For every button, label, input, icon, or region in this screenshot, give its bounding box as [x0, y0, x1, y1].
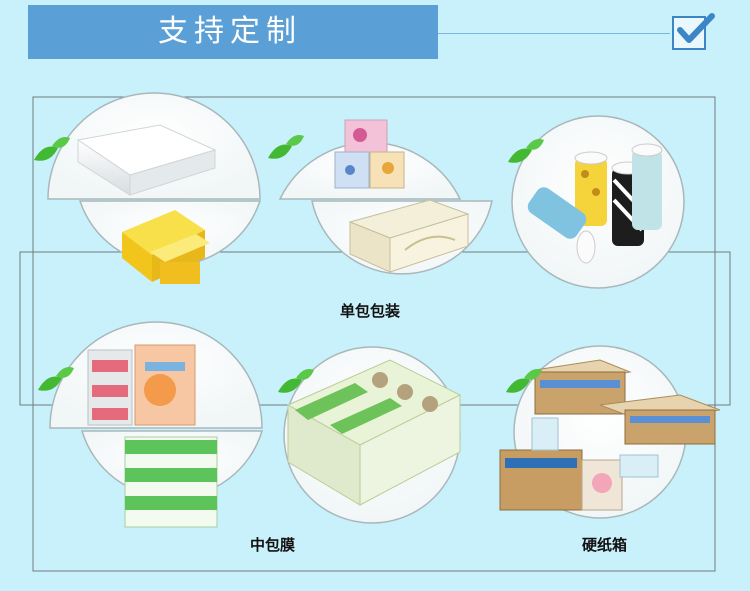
tissue-canisters	[527, 143, 663, 264]
pack-group-box-tissue	[278, 119, 493, 275]
header-divider	[438, 33, 670, 34]
check-icon	[672, 13, 715, 50]
white-tissue-pack	[76, 124, 217, 196]
printed-soft-packs	[87, 344, 196, 426]
cardboard-cartons	[499, 359, 721, 511]
label-single-pack: 单包包装	[340, 302, 401, 320]
pack-group-film-wrap	[283, 346, 462, 524]
label-medium-pack-film: 中包膜	[250, 536, 296, 554]
pack-group-soft-pack	[49, 321, 264, 528]
leaf-icon	[34, 135, 544, 393]
header-banner: 支持定制	[28, 5, 438, 59]
pack-group-plain-tissue	[47, 92, 262, 284]
green-soft-packs	[124, 436, 218, 528]
white-swan-tissue-box	[348, 199, 470, 273]
label-hard-carton: 硬纸箱	[582, 536, 628, 554]
pack-group-canister	[511, 115, 685, 289]
yellow-tissue-packs	[122, 210, 210, 284]
floral-tissue-boxes	[334, 119, 405, 189]
page-title: 支持定制	[158, 14, 302, 49]
pack-group-carton	[499, 345, 721, 519]
film-wrapped-tissue	[286, 359, 462, 506]
